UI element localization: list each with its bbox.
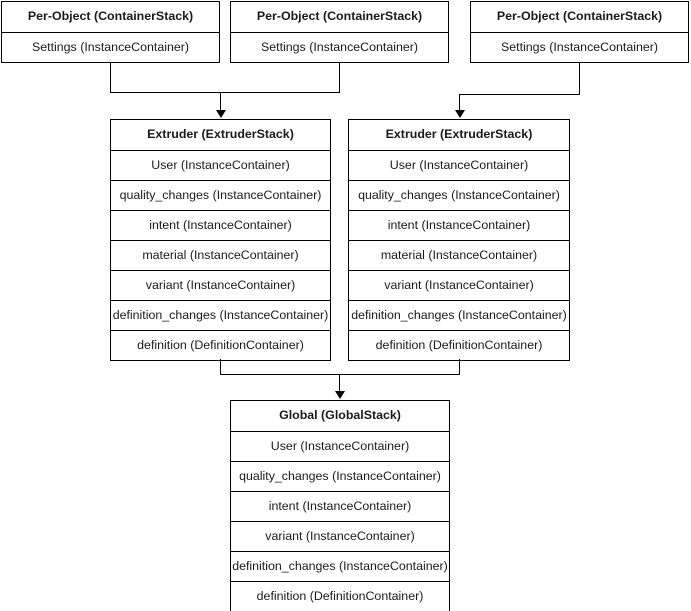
per-object-stack-header-1: Per-Object (ContainerStack) (27, 9, 194, 23)
global-stack-row-definition-changes[interactable]: definition_changes (InstanceContainer) (231, 551, 449, 581)
global-stack-row-definition[interactable]: definition (DefinitionContainer) (231, 581, 449, 611)
extruder-stack-header-2: Extruder (ExtruderStack) (385, 127, 533, 141)
arrow-head-global (335, 391, 345, 399)
extruder-stack-row-definition-1[interactable]: definition (DefinitionContainer) (111, 330, 330, 360)
global-stack-header: Global (GlobalStack) (279, 408, 401, 422)
global-stack-row-variant[interactable]: variant (InstanceContainer) (231, 521, 449, 551)
global-stack-row-user[interactable]: User (InstanceContainer) (231, 431, 449, 461)
per-object-stack-header-2: Per-Object (ContainerStack) (256, 9, 423, 23)
extruder-stack-row-definition-changes-1[interactable]: definition_changes (InstanceContainer) (111, 300, 330, 330)
extruder-stack-box-2[interactable]: Extruder (ExtruderStack) User (InstanceC… (348, 119, 570, 361)
per-object-stack-row-settings-1[interactable]: Settings (InstanceContainer) (2, 32, 219, 62)
global-stack-row-quality-changes[interactable]: quality_changes (InstanceContainer) (231, 461, 449, 491)
connector-per-object-2-stub (339, 63, 340, 92)
extruder-stack-row-definition-changes-2[interactable]: definition_changes (InstanceContainer) (349, 300, 569, 330)
global-stack-box[interactable]: Global (GlobalStack) User (InstanceConta… (230, 400, 450, 611)
extruder-stack-row-material-1[interactable]: material (InstanceContainer) (111, 240, 330, 270)
connector-drop-extruder-1 (220, 92, 221, 112)
connector-rail-extruder-2 (459, 94, 580, 95)
extruder-stack-row-intent-2[interactable]: intent (InstanceContainer) (349, 210, 569, 240)
connector-extruder-1-stub (220, 359, 221, 374)
per-object-stack-box-3[interactable]: Per-Object (ContainerStack) Settings (In… (470, 1, 689, 63)
connector-drop-extruder-2 (459, 94, 460, 112)
extruder-stack-box-1[interactable]: Extruder (ExtruderStack) User (InstanceC… (110, 119, 331, 361)
connector-per-object-3-stub (579, 63, 580, 94)
extruder-stack-row-definition-2[interactable]: definition (DefinitionContainer) (349, 330, 569, 360)
arrow-head-extruder-2 (455, 110, 465, 118)
connector-per-object-1-stub (110, 63, 111, 92)
per-object-stack-box-1[interactable]: Per-Object (ContainerStack) Settings (In… (1, 1, 220, 63)
per-object-stack-row-settings-2[interactable]: Settings (InstanceContainer) (231, 32, 448, 62)
per-object-stack-box-2[interactable]: Per-Object (ContainerStack) Settings (In… (230, 1, 449, 63)
extruder-stack-row-user-2[interactable]: User (InstanceContainer) (349, 150, 569, 180)
extruder-stack-row-variant-1[interactable]: variant (InstanceContainer) (111, 270, 330, 300)
global-stack-row-intent[interactable]: intent (InstanceContainer) (231, 491, 449, 521)
extruder-stack-row-quality-changes-2[interactable]: quality_changes (InstanceContainer) (349, 180, 569, 210)
extruder-stack-header-1: Extruder (ExtruderStack) (147, 127, 294, 141)
connector-rail-extruder-1 (110, 92, 340, 93)
connector-extruder-2-stub (459, 359, 460, 374)
extruder-stack-row-user-1[interactable]: User (InstanceContainer) (111, 150, 330, 180)
extruder-stack-row-intent-1[interactable]: intent (InstanceContainer) (111, 210, 330, 240)
extruder-stack-row-material-2[interactable]: material (InstanceContainer) (349, 240, 569, 270)
arrow-head-extruder-1 (216, 110, 226, 118)
per-object-stack-header-3: Per-Object (ContainerStack) (496, 9, 663, 23)
connector-drop-global (339, 374, 340, 393)
extruder-stack-row-variant-2[interactable]: variant (InstanceContainer) (349, 270, 569, 300)
extruder-stack-row-quality-changes-1[interactable]: quality_changes (InstanceContainer) (111, 180, 330, 210)
connector-rail-global (220, 374, 460, 375)
per-object-stack-row-settings-3[interactable]: Settings (InstanceContainer) (471, 32, 688, 62)
